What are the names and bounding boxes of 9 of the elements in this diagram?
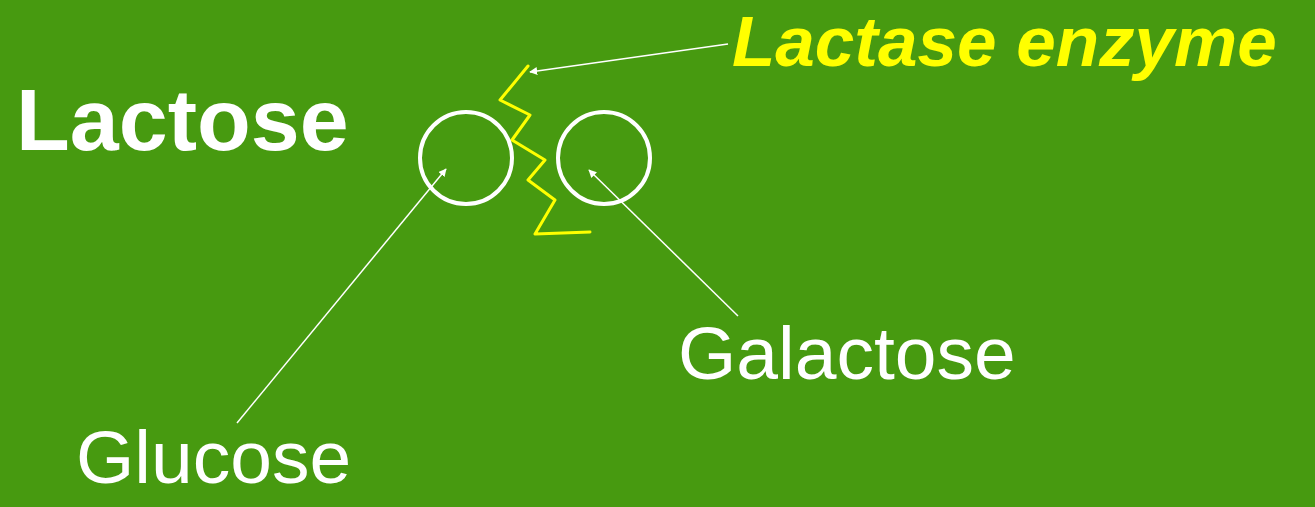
galactose-label: Galactose — [678, 316, 1068, 402]
arrow — [588, 169, 739, 317]
title-label: Lactose — [16, 76, 349, 164]
galactose-circle — [555, 109, 653, 207]
glucose-label: Glucose — [76, 420, 396, 506]
glucose-circle — [417, 109, 515, 207]
arrow — [236, 168, 447, 424]
enzyme-label: Lactase enzyme — [732, 6, 1307, 82]
arrow — [529, 43, 729, 75]
